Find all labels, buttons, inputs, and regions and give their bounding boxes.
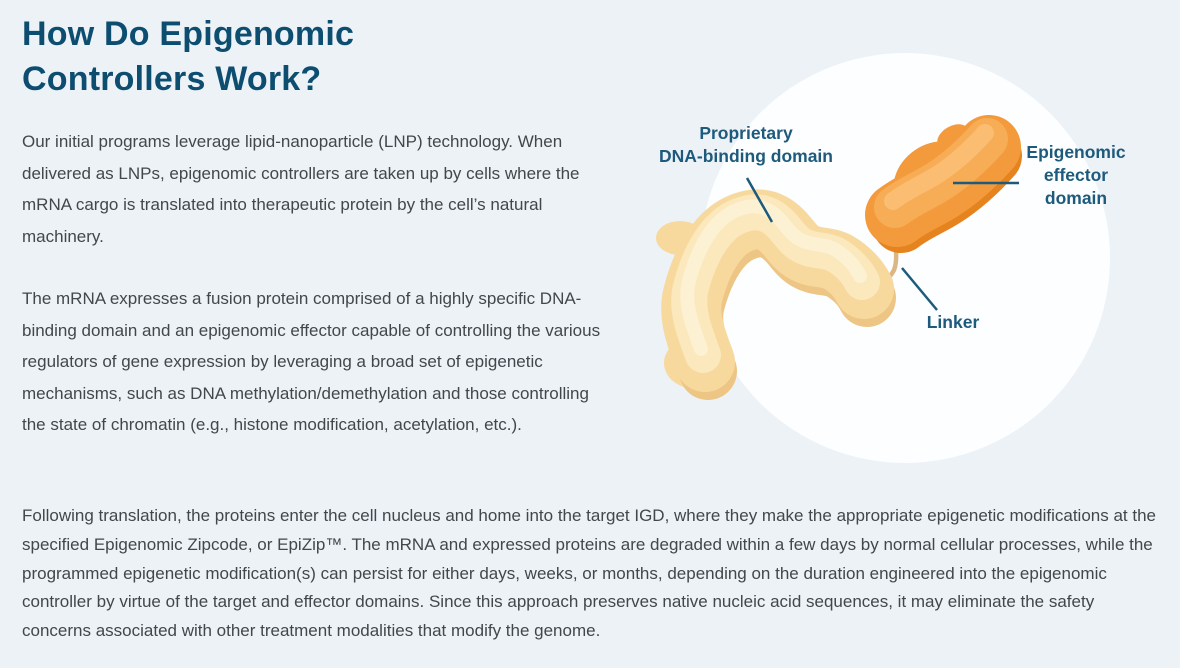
intro-paragraph-2: The mRNA expresses a fusion protein comp… <box>22 289 601 434</box>
effector-domain-label-line-2: effector <box>1043 165 1109 185</box>
closing-paragraph: Following translation, the proteins ente… <box>22 506 1156 641</box>
dna-binding-domain-label-line-2: DNA-binding domain <box>658 146 833 166</box>
page-title: How Do Epigenomic Controllers Work? <box>22 12 354 102</box>
fusion-protein-illustration <box>656 53 1110 463</box>
dna-binding-domain-label-line-1: Proprietary <box>699 123 793 143</box>
page-title-line-1: How Do Epigenomic <box>22 15 355 53</box>
page-title-line-2: Controllers Work? <box>22 60 322 98</box>
effector-domain-label-line-3: domain <box>1044 188 1108 208</box>
linker-label-text: Linker <box>926 312 980 332</box>
effector-domain-label-line-1: Epigenomic <box>1026 142 1126 162</box>
fusion-protein-diagram: Proprietary DNA-binding domain Epigenomi… <box>610 30 1180 480</box>
linker-label: Linker <box>903 311 1003 334</box>
effector-blob-gloss <box>884 124 994 210</box>
leader-line-dna-binding <box>745 177 774 223</box>
backdrop-circle <box>700 53 1110 463</box>
leader-line-linker <box>901 267 938 311</box>
dna-blob-gloss <box>680 199 867 356</box>
effector-domain-label: Epigenomic effector domain <box>996 141 1156 210</box>
dna-binding-domain-label: Proprietary DNA-binding domain <box>636 122 856 168</box>
intro-paragraph-1: Our initial programs leverage lipid-nano… <box>22 132 580 246</box>
effector-blob <box>865 115 1022 253</box>
